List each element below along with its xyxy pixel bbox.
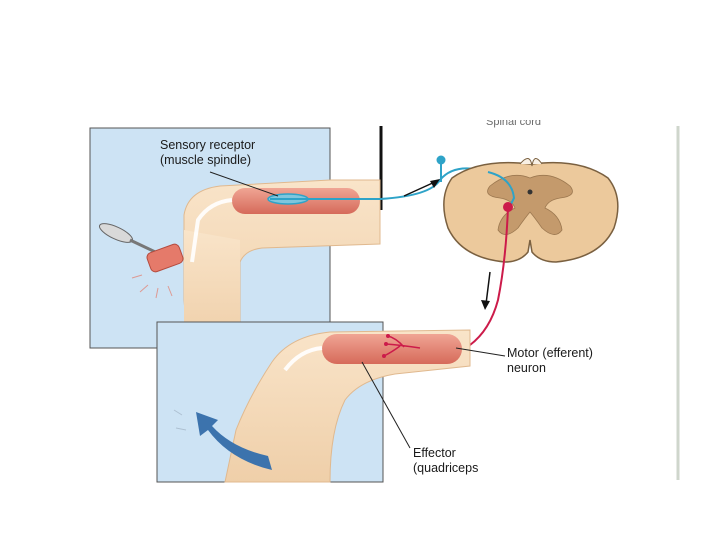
effector-label: Effector (quadriceps bbox=[413, 446, 478, 476]
motor-neuron-line1: Motor (efferent) bbox=[507, 346, 593, 361]
motor-neuron-label: Motor (efferent) neuron bbox=[507, 346, 593, 376]
sensory-receptor-line1: Sensory receptor bbox=[160, 138, 255, 153]
afferent-direction-arrow bbox=[404, 179, 440, 196]
efferent-direction-arrow bbox=[481, 272, 490, 310]
sensory-ganglion-cell bbox=[437, 156, 446, 165]
spinal-cord-section bbox=[444, 158, 618, 262]
motor-neuron-line2: neuron bbox=[507, 361, 593, 376]
sensory-receptor-label: Sensory receptor (muscle spindle) bbox=[160, 138, 255, 168]
effector-line1: Effector bbox=[413, 446, 478, 461]
sensory-receptor-line2: (muscle spindle) bbox=[160, 153, 255, 168]
lower-thigh-muscle bbox=[322, 334, 462, 364]
central-canal bbox=[528, 190, 533, 195]
effector-line2: (quadriceps bbox=[413, 461, 478, 476]
